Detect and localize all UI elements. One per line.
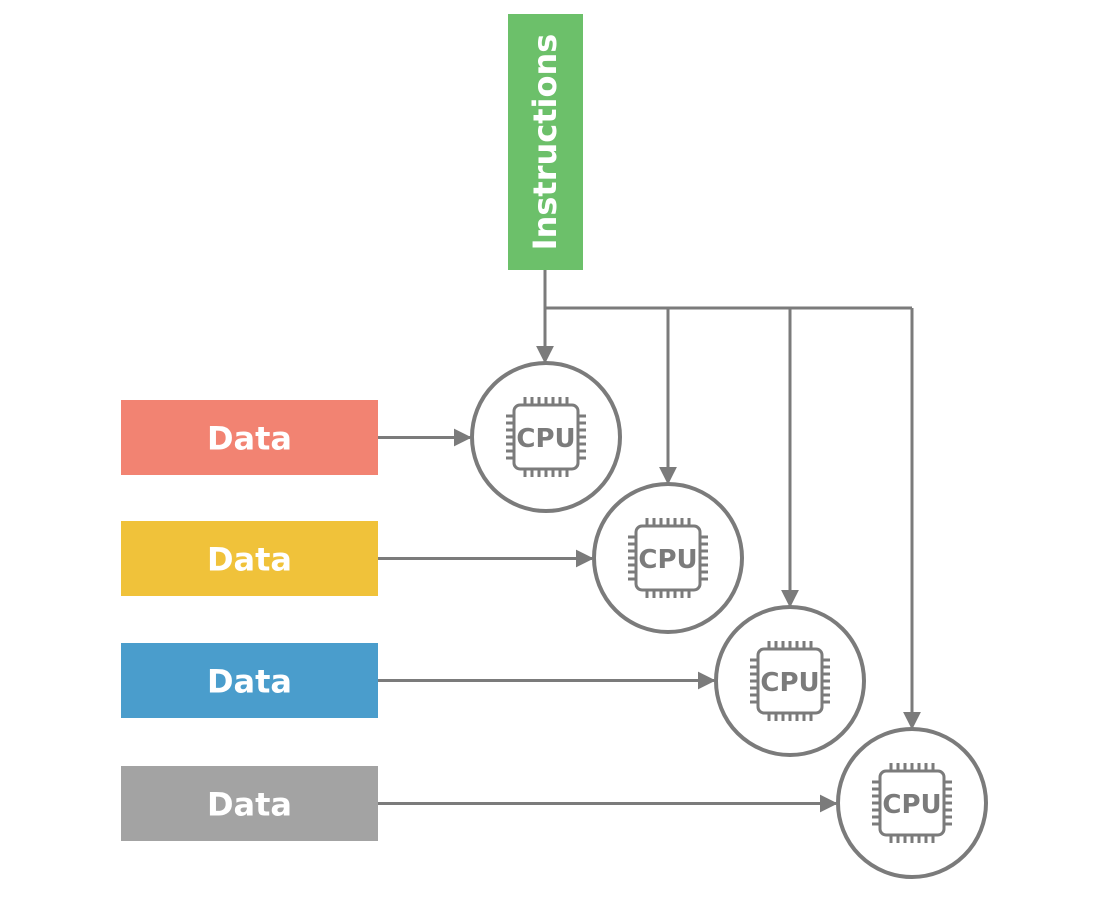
cpu-label: CPU [638, 545, 697, 575]
data-label: Data [207, 786, 292, 824]
cpu-label: CPU [882, 790, 941, 820]
instructions-box: Instructions [508, 14, 583, 270]
data-box-4: Data [121, 766, 378, 841]
cpu-chip-icon [750, 641, 830, 721]
cpu-node-3: CPU [714, 605, 866, 757]
cpu-node-1: CPU [470, 361, 622, 513]
data-box-3: Data [121, 643, 378, 718]
cpu-label: CPU [516, 424, 575, 454]
data-box-1: Data [121, 400, 378, 475]
cpu-node-2: CPU [592, 482, 744, 634]
cpu-chip-icon [872, 763, 952, 843]
data-label: Data [207, 541, 292, 579]
cpu-label: CPU [760, 668, 819, 698]
cpu-nodes: CPU CPU CPU CPU [470, 361, 988, 879]
data-label: Data [207, 420, 292, 458]
connector-lines [378, 270, 921, 813]
data-box-2: Data [121, 521, 378, 596]
cpu-chip-icon [506, 397, 586, 477]
cpu-chip-icon [628, 518, 708, 598]
data-label: Data [207, 663, 292, 701]
instructions-label: Instructions [526, 34, 564, 251]
cpu-node-4: CPU [836, 727, 988, 879]
